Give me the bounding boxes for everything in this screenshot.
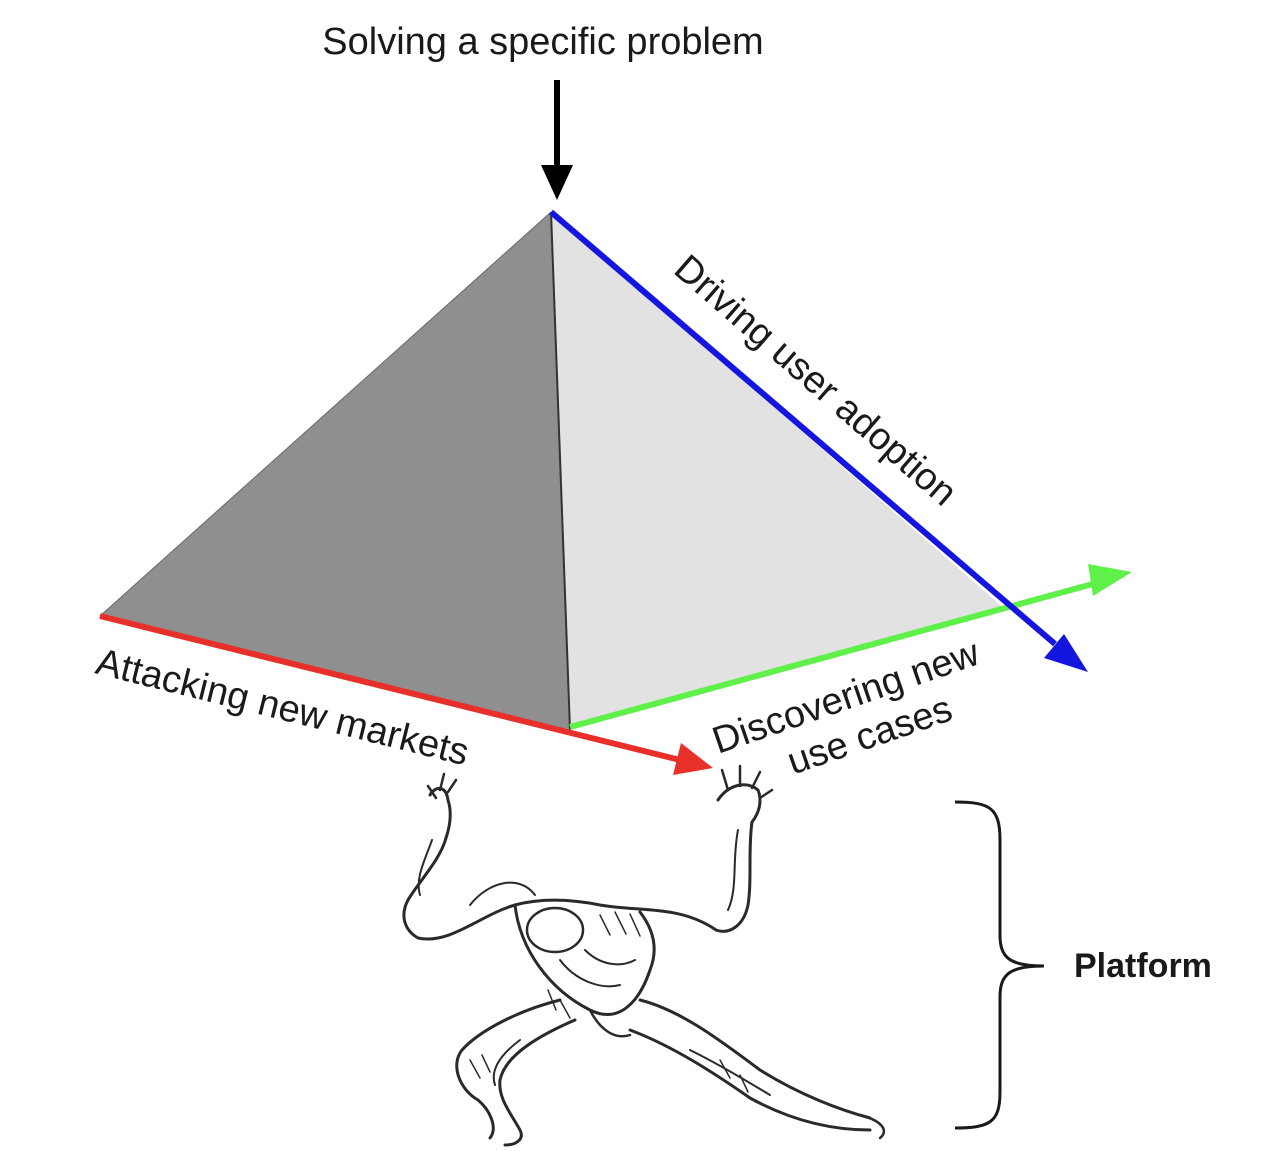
top-label: Solving a specific problem — [322, 21, 763, 63]
pyramid-right-face — [551, 212, 1006, 730]
atlas-figure-sketch-icon — [402, 764, 886, 1147]
pyramid-left-edge — [99, 211, 552, 617]
pyramid-left-face — [100, 212, 570, 730]
blue-axis-arrow — [549, 209, 1088, 672]
right-curly-bracket-icon — [954, 800, 1045, 1130]
platform-label: Platform — [1074, 947, 1212, 985]
pyramid-front-edge — [550, 211, 571, 731]
red-axis-arrow — [99, 613, 713, 775]
top-arrow — [541, 80, 573, 200]
